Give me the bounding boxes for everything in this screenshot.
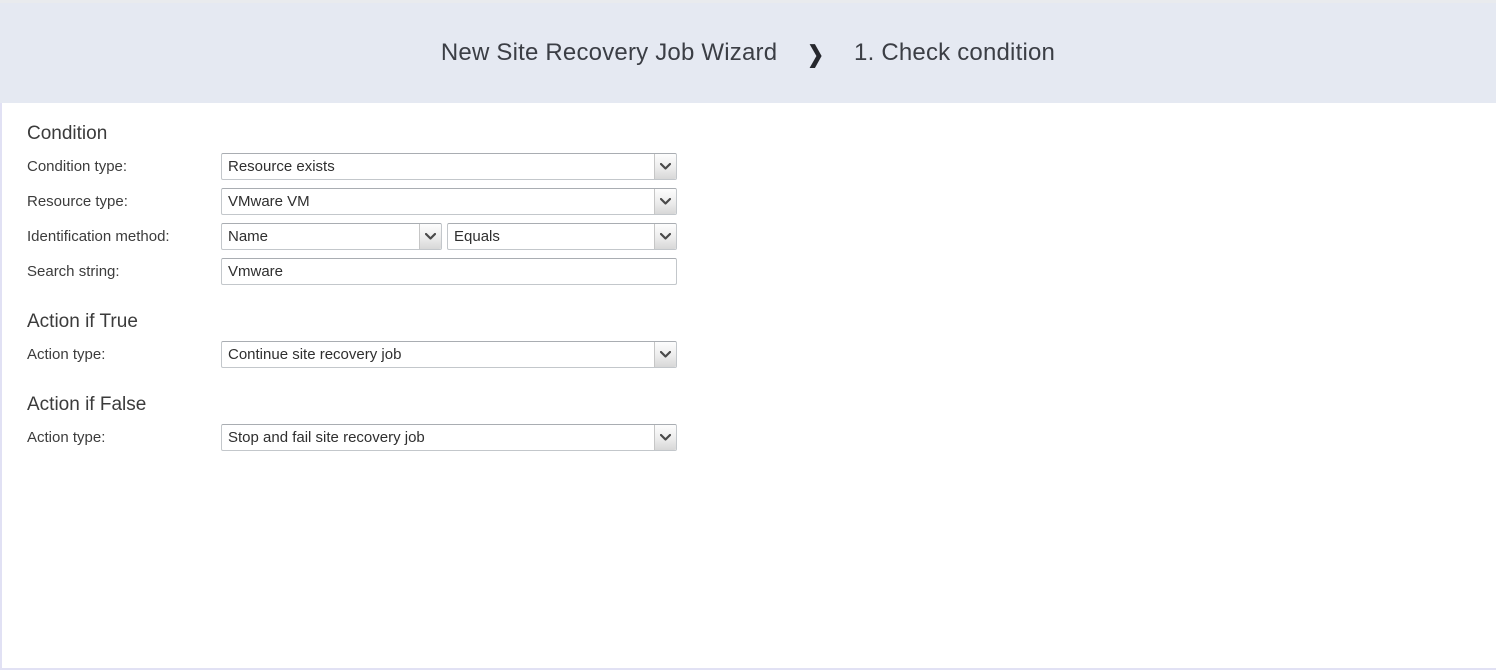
action-if-true-row: Action type: Continue site recovery job: [27, 341, 1496, 368]
identification-method-value: Name: [228, 228, 269, 245]
action-if-false-dropdown[interactable]: Stop and fail site recovery job: [221, 424, 677, 451]
wizard-content: Condition Condition type: Resource exist…: [2, 103, 1496, 668]
action-if-false-row: Action type: Stop and fail site recovery…: [27, 424, 1496, 451]
wizard-header: New Site Recovery Job Wizard ❯ 1. Check …: [0, 0, 1496, 103]
chevron-down-icon: [425, 233, 436, 240]
identification-operator-value: Equals: [454, 228, 500, 245]
search-string-row: Search string:: [27, 258, 1496, 285]
chevron-down-icon: [660, 233, 671, 240]
action-if-true-dropdown[interactable]: Continue site recovery job: [221, 341, 677, 368]
chevron-down-icon: [660, 198, 671, 205]
action-if-true-dropdown-button[interactable]: [654, 342, 676, 367]
identification-method-label: Identification method:: [27, 228, 170, 245]
resource-type-dropdown[interactable]: VMware VM: [221, 188, 677, 215]
identification-method-row: Identification method: Name Equals: [27, 223, 1496, 250]
condition-type-dropdown-button[interactable]: [654, 154, 676, 179]
identification-method-dropdown-button[interactable]: [419, 224, 441, 249]
condition-type-label: Condition type:: [27, 158, 128, 175]
search-string-input[interactable]: [221, 258, 677, 285]
identification-method-dropdown[interactable]: Name: [221, 223, 442, 250]
section-heading-action-if-true: Action if True: [27, 311, 138, 332]
resource-type-label: Resource type:: [27, 193, 128, 210]
action-if-false-label: Action type:: [27, 429, 106, 446]
resource-type-dropdown-button[interactable]: [654, 189, 676, 214]
resource-type-value: VMware VM: [228, 193, 310, 210]
condition-type-dropdown[interactable]: Resource exists: [221, 153, 677, 180]
chevron-down-icon: [660, 434, 671, 441]
identification-operator-dropdown-button[interactable]: [654, 224, 676, 249]
section-heading-action-if-false: Action if False: [27, 394, 147, 415]
action-if-false-dropdown-button[interactable]: [654, 425, 676, 450]
condition-type-row: Condition type: Resource exists: [27, 153, 1496, 180]
wizard-title: New Site Recovery Job Wizard: [440, 39, 778, 66]
section-heading-condition: Condition: [27, 123, 108, 144]
chevron-down-icon: [660, 351, 671, 358]
chevron-right-icon: ❯: [807, 42, 825, 68]
resource-type-row: Resource type: VMware VM: [27, 188, 1496, 215]
action-if-true-label: Action type:: [27, 346, 106, 363]
search-string-label: Search string:: [27, 263, 120, 280]
chevron-down-icon: [660, 163, 671, 170]
condition-type-value: Resource exists: [228, 158, 335, 175]
action-if-true-value: Continue site recovery job: [228, 346, 402, 363]
action-if-false-value: Stop and fail site recovery job: [228, 429, 425, 446]
step-title: 1. Check condition: [854, 39, 1056, 66]
identification-method-fields: Name Equals: [221, 223, 677, 250]
identification-operator-dropdown[interactable]: Equals: [447, 223, 677, 250]
